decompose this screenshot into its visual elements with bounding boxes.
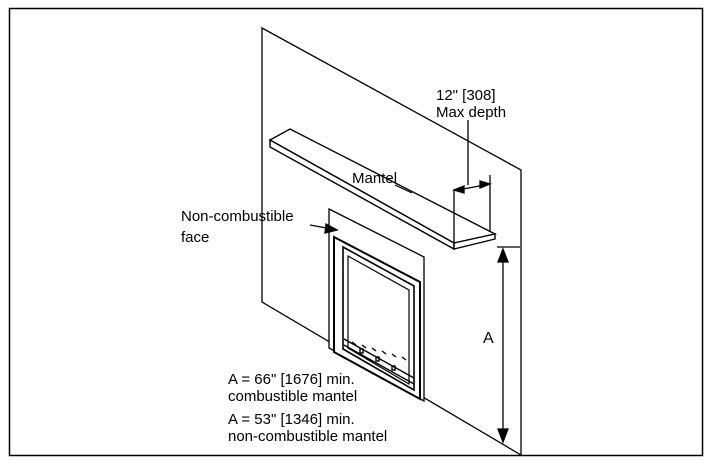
face-label-line1: Non-combustible — [181, 208, 294, 225]
face-label-line2: face — [181, 229, 209, 246]
depth-label: Max depth — [436, 104, 506, 121]
outer-border — [8, 7, 704, 457]
depth-value-label: 12" [308] — [436, 87, 496, 104]
mantel-label: Mantel — [352, 170, 397, 187]
note1-line2: combustible mantel — [228, 388, 357, 405]
mantel-leader — [394, 184, 413, 194]
face-leader — [309, 222, 339, 234]
note2-line2: non-combustible mantel — [228, 428, 387, 445]
note2-line1: A = 53" [1346] min. — [228, 411, 355, 428]
depth-dimension — [452, 120, 492, 243]
fireplace-grille — [343, 338, 415, 385]
fireplace-inner-frame — [342, 245, 415, 392]
dimension-a-line — [497, 246, 520, 444]
mantel-shelf — [268, 128, 498, 251]
dimension-a-label: A — [483, 330, 494, 347]
note1-line1: A = 66" [1676] min. — [228, 371, 355, 388]
